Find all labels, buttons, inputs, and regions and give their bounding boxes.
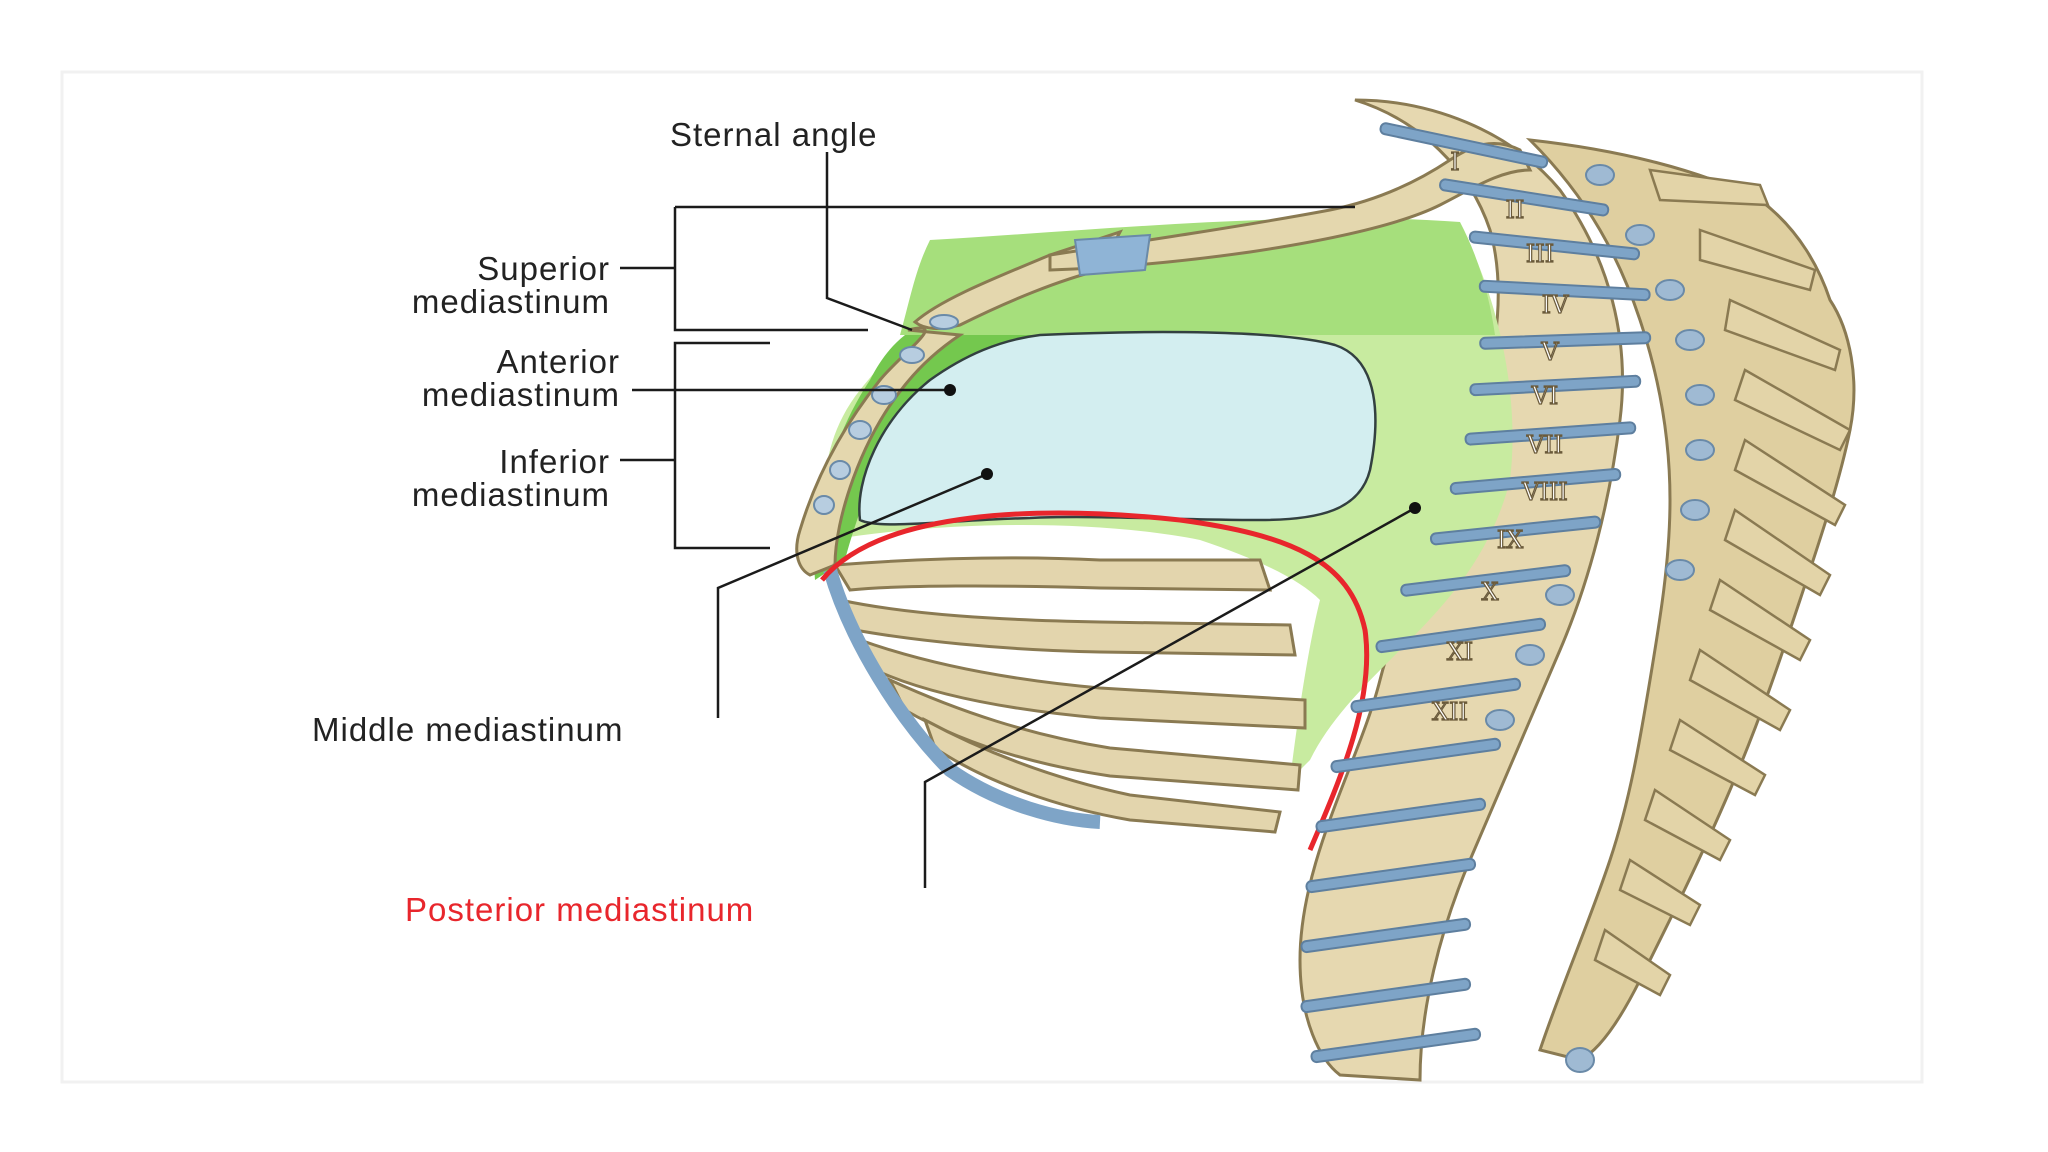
intervertebral-disc bbox=[1464, 421, 1637, 446]
vertebra-numeral: V bbox=[1540, 338, 1559, 366]
posterior-dot bbox=[1409, 502, 1421, 514]
diaphragm-line bbox=[820, 510, 1370, 851]
intervertebral-disc bbox=[1400, 564, 1572, 597]
intervertebral-disc bbox=[1469, 374, 1642, 397]
intervertebral-disc bbox=[1315, 797, 1487, 834]
vertebra-numeral: VII bbox=[1526, 431, 1563, 459]
intervertebral-disc bbox=[1479, 331, 1652, 350]
vertebra-numeral: IX bbox=[1497, 526, 1524, 554]
intervertebral-disc bbox=[1330, 737, 1502, 774]
vertebra-numeral: XII bbox=[1432, 698, 1468, 726]
vertebra-numeral: VI bbox=[1531, 382, 1559, 410]
lower-ribs bbox=[823, 556, 1307, 834]
inferior-line2: mediastinum bbox=[411, 476, 610, 513]
vertebra-numeral: VIII bbox=[1521, 478, 1568, 506]
intervertebral-foramina bbox=[1485, 164, 1715, 1073]
vertebra-numeral: III bbox=[1526, 240, 1554, 268]
superior-line2: mediastinum bbox=[411, 283, 610, 320]
spinous-processes bbox=[1593, 168, 1852, 997]
intervertebral-disc bbox=[1300, 917, 1472, 954]
vertebra-numeral: I bbox=[1450, 148, 1459, 176]
superior-line1: Superior bbox=[477, 250, 610, 287]
intervertebral-disc bbox=[1305, 857, 1477, 894]
costal-cartilages bbox=[813, 314, 959, 515]
middle-mediastinum-label: Middle mediastinum bbox=[312, 711, 624, 748]
sternal-angle-label: Sternal angle bbox=[670, 116, 878, 153]
anterior-line2: mediastinum bbox=[421, 376, 620, 413]
vertebra-numeral: IV bbox=[1542, 291, 1569, 319]
vertebra-numeral: X bbox=[1481, 578, 1498, 606]
intervertebral-disc bbox=[1350, 677, 1522, 714]
middle-dot bbox=[981, 468, 993, 480]
clavicle-stub bbox=[1073, 233, 1152, 277]
intervertebral-disc bbox=[1300, 977, 1472, 1014]
leader-lines bbox=[620, 152, 1416, 888]
sternal-body bbox=[795, 326, 965, 577]
intervertebral-disc bbox=[1449, 468, 1622, 495]
intervertebral-disc bbox=[1379, 122, 1549, 169]
first-rib bbox=[1048, 141, 1533, 272]
sternum bbox=[795, 141, 1533, 577]
intervertebral-discs bbox=[1300, 122, 1652, 1064]
intervertebral-disc bbox=[1478, 279, 1651, 302]
inferior-line1: Inferior bbox=[499, 443, 610, 480]
intervertebral-disc bbox=[1429, 515, 1602, 546]
vertebra-numeral: XI bbox=[1447, 638, 1474, 666]
inferior-mediastinum-label: Inferior mediastinum bbox=[300, 445, 610, 511]
superior-mediastinum-label: Superior mediastinum bbox=[300, 252, 610, 318]
posterior-mediastinum-label: Posterior mediastinum bbox=[405, 891, 755, 928]
intervertebral-disc bbox=[1468, 230, 1641, 261]
intervertebral-disc bbox=[1439, 178, 1610, 217]
leader-dots bbox=[944, 384, 1421, 514]
intervertebral-disc bbox=[1375, 617, 1547, 654]
anterior-mediastinum-label: Anterior mediastinum bbox=[310, 345, 620, 411]
anterior-line1: Anterior bbox=[496, 343, 620, 380]
anterior-dot bbox=[944, 384, 956, 396]
vertebra-numeral: II bbox=[1506, 196, 1525, 224]
superior-mediastinum-region bbox=[900, 218, 1495, 335]
intervertebral-disc bbox=[1310, 1027, 1482, 1064]
